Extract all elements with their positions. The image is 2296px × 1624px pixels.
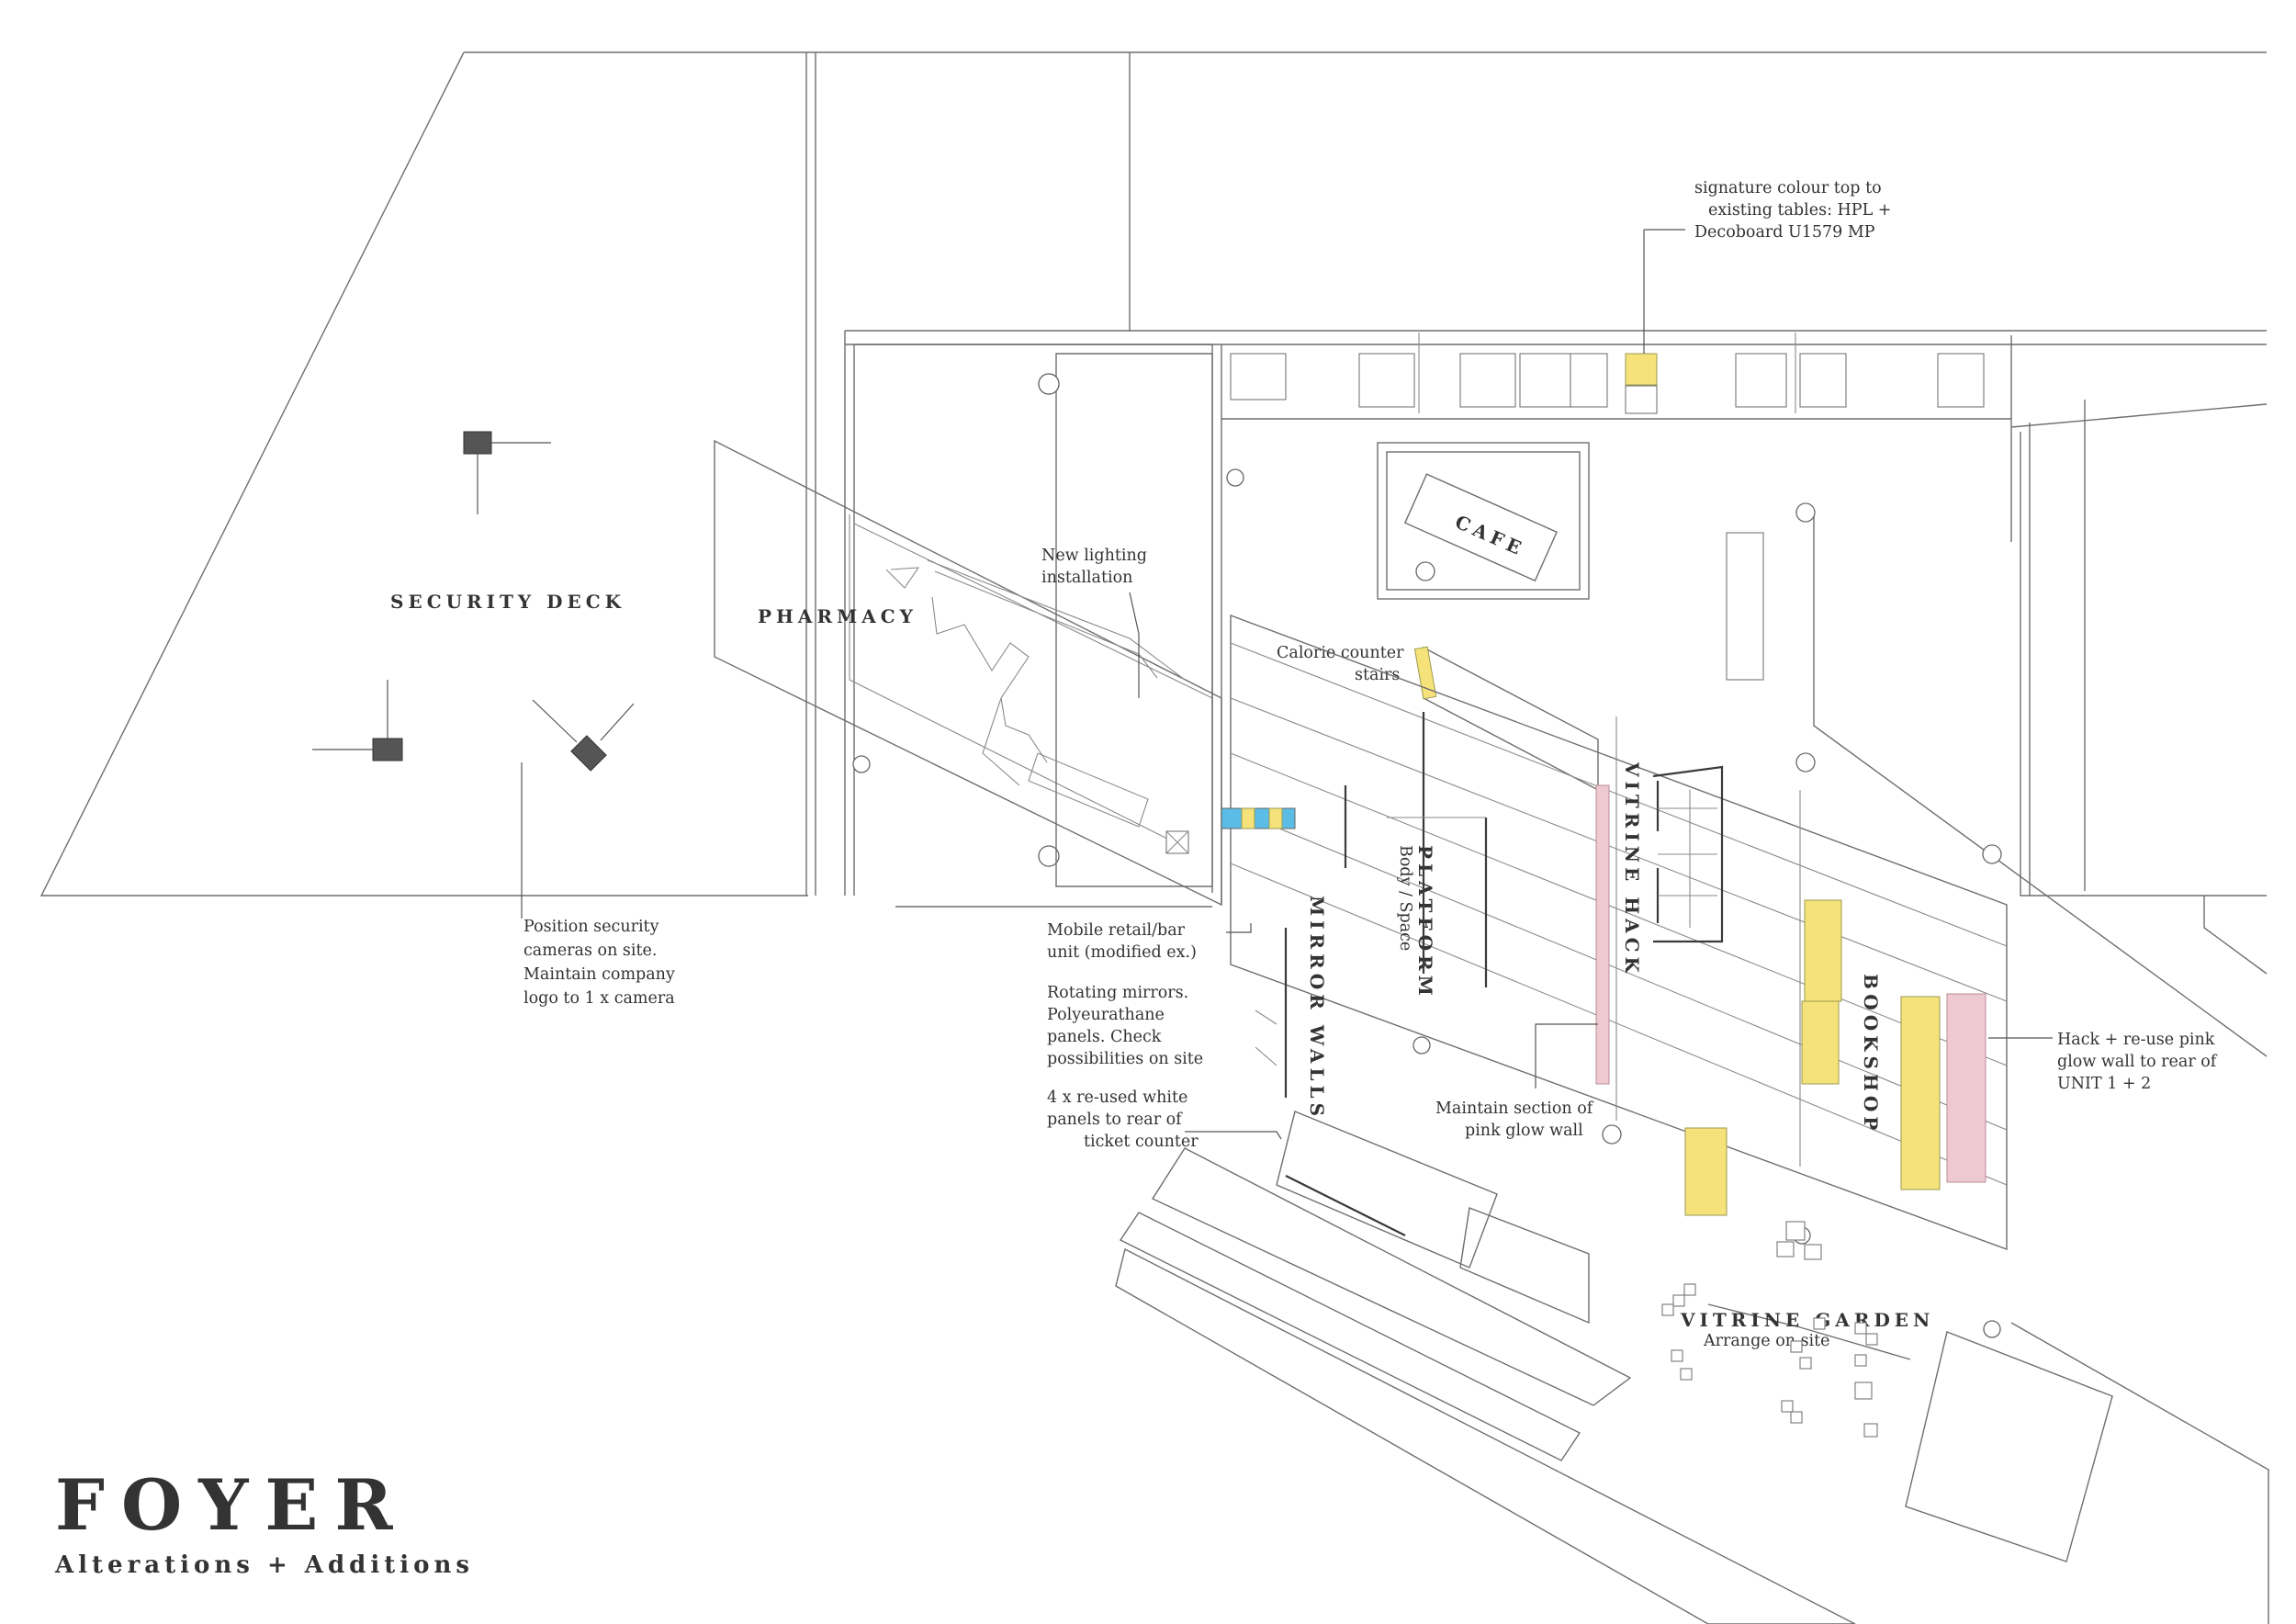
platform: PLATFORM Body / Space xyxy=(1230,614,2008,1251)
cafe-tables: signature colour top to existing tables:… xyxy=(1230,179,1985,414)
pink-glow-wall-rear xyxy=(1946,993,1986,1183)
camera-icon xyxy=(521,699,635,919)
note-mobile-unit-1: Mobile retail/bar xyxy=(1047,921,1186,940)
title-subtitle: Alterations + Additions xyxy=(54,1551,474,1579)
platform-sub: Body / Space xyxy=(1396,845,1414,951)
note-hack-pink-3: UNIT 1 + 2 xyxy=(2057,1075,2151,1093)
note-rotating-mirrors-2: Polyeurathane xyxy=(1047,1006,1165,1024)
title-main: FOYER xyxy=(55,1464,410,1546)
cafe: CAFE xyxy=(1226,442,1590,600)
camera-icon xyxy=(463,431,551,514)
note-security-cameras-4: logo to 1 x camera xyxy=(523,989,675,1008)
note-signature-colour-2: existing tables: HPL + xyxy=(1708,201,1891,220)
pharmacy: PHARMACY New lighting installation xyxy=(758,353,1213,887)
note-signature-colour-1: signature colour top to xyxy=(1694,179,1882,197)
vitrine-garden: VITRINE GARDEN Arrange on site xyxy=(1115,1147,2269,1624)
zone-label-pharmacy: PHARMACY xyxy=(758,605,917,627)
camera-icon xyxy=(312,680,403,761)
long-table xyxy=(1726,502,2002,864)
note-rotating-mirrors-4: possibilities on site xyxy=(1047,1050,1203,1068)
note-new-lighting-2: installation xyxy=(1041,569,1132,587)
note-hack-pink-1: Hack + re-use pink xyxy=(2057,1031,2215,1049)
note-security-cameras-3: Maintain company xyxy=(523,965,675,984)
pharmacy-panel xyxy=(714,373,1222,907)
note-pink-glow-2: pink glow wall xyxy=(1465,1122,1583,1140)
note-security-cameras-1: Position security xyxy=(523,918,659,936)
vitrine-hack: VITRINE HACK Maintain section of pink gl… xyxy=(1435,761,1724,1140)
zone-label-security-deck: SECURITY DECK xyxy=(390,591,625,613)
zone-label-cafe: CAFE xyxy=(1452,511,1529,561)
note-hack-pink-2: glow wall to rear of xyxy=(2057,1053,2218,1071)
note-white-panels-3: ticket counter xyxy=(1084,1133,1199,1151)
ticket-counter: 4 x re-used white panels to rear of tick… xyxy=(1047,1088,1622,1325)
zone-label-vitrine-garden: VITRINE GARDEN xyxy=(1680,1309,1934,1331)
note-rotating-mirrors-1: Rotating mirrors. xyxy=(1047,984,1188,1002)
title-block: FOYER Alterations + Additions xyxy=(54,1464,474,1579)
note-calorie-counter-2: stairs xyxy=(1355,666,1400,684)
bookshop: BOOKSHOP Hack + re-use pink glow wall to… xyxy=(1684,899,2218,1216)
note-new-lighting-1: New lighting xyxy=(1041,547,1147,565)
note-signature-colour-3: Decoboard U1579 MP xyxy=(1694,223,1875,242)
note-mobile-unit-2: unit (modified ex.) xyxy=(1047,943,1197,962)
zone-label-vitrine-hack: VITRINE HACK xyxy=(1621,761,1643,977)
note-calorie-counter-1: Calorie counter xyxy=(1277,644,1404,662)
pink-glow-wall xyxy=(1595,784,1610,1085)
zone-label-platform: PLATFORM xyxy=(1414,845,1436,1000)
calorie-counter-stairs: Calorie counter stairs xyxy=(1277,644,1599,792)
note-white-panels-2: panels to rear of xyxy=(1047,1111,1183,1129)
building-outline xyxy=(39,51,2268,1057)
security-deck: SECURITY DECK Position security cameras … xyxy=(312,431,675,1008)
note-security-cameras-2: cameras on site. xyxy=(523,942,657,960)
mirror-walls: MIRROR WALLS Rotating mirrors. Polyeurat… xyxy=(1047,785,1431,1121)
note-rotating-mirrors-3: panels. Check xyxy=(1047,1028,1162,1046)
note-pink-glow-1: Maintain section of xyxy=(1435,1100,1594,1118)
mobile-unit: Mobile retail/bar unit (modified ex.) xyxy=(1047,807,1296,962)
vitrine-garden-sub: Arrange on site xyxy=(1703,1332,1830,1350)
zone-label-mirror-walls: MIRROR WALLS xyxy=(1306,896,1328,1121)
zone-label-bookshop: BOOKSHOP xyxy=(1860,974,1882,1134)
signature-colour-table xyxy=(1625,353,1658,386)
note-white-panels-1: 4 x re-used white xyxy=(1047,1088,1187,1107)
